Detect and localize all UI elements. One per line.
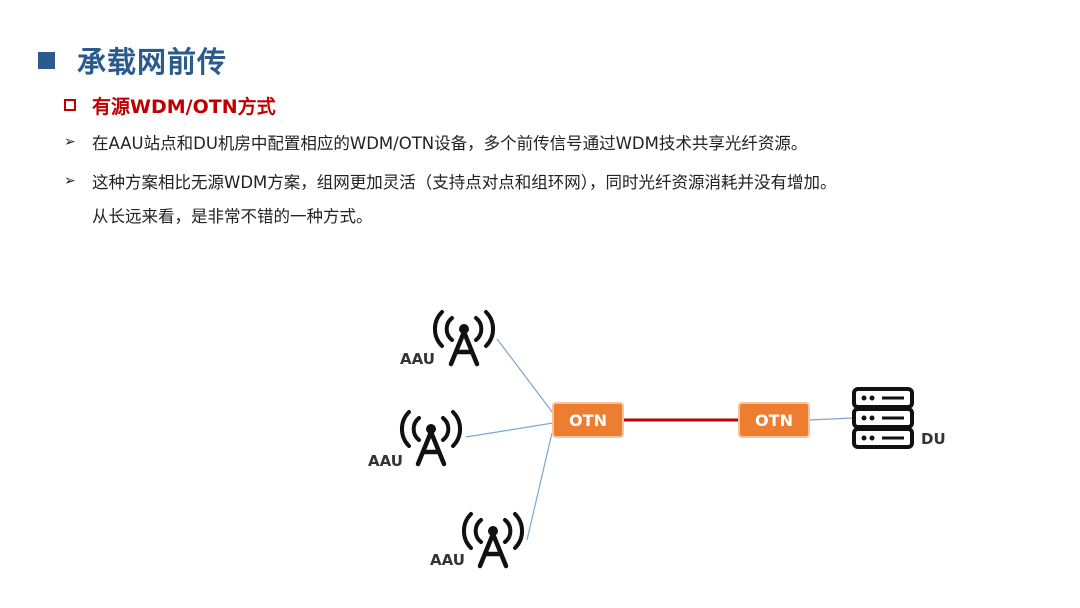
du-server-icon (852, 387, 914, 449)
otn-node-2: OTN (738, 402, 810, 438)
otn-label-1: OTN (569, 411, 607, 430)
du-label: DU (921, 430, 946, 448)
aau-tower-icon (464, 514, 522, 566)
subtitle-box-icon (64, 99, 76, 111)
bullet-1-text: 在AAU站点和DU机房中配置相应的WDM/OTN设备，多个前传信号通过WDM技术… (92, 134, 808, 153)
bullet-arrow-icon: ➢ (64, 134, 76, 150)
bullet-1: ➢ 在AAU站点和DU机房中配置相应的WDM/OTN设备，多个前传信号通过WDM… (64, 128, 807, 156)
page-title: 承载网前传 (77, 45, 228, 79)
title-square-icon (38, 51, 55, 69)
bullet-2: ➢ 这种方案相比无源WDM方案，组网更加灵活（支持点对点和组环网），同时光纤资源… (64, 167, 837, 195)
aau-tower-icon (402, 412, 460, 464)
otn-node-1: OTN (552, 402, 624, 438)
aau-label-3: AAU (430, 551, 465, 569)
link-aau2-otn (465, 422, 554, 438)
subtitle-row: 有源WDM/OTN方式 (64, 90, 276, 120)
otn-label-2: OTN (755, 411, 793, 430)
aau-label-2: AAU (368, 452, 403, 470)
bullet-arrow-icon: ➢ (64, 173, 76, 189)
link-otn-du (808, 417, 854, 421)
bullet-2-text: 这种方案相比无源WDM方案，组网更加灵活（支持点对点和组环网），同时光纤资源消耗… (92, 173, 837, 192)
link-aau1-otn (496, 338, 554, 414)
bullet-2-continuation: 从长远来看，是非常不错的一种方式。 (92, 207, 373, 226)
aau-tower-icon (435, 312, 493, 364)
subtitle: 有源WDM/OTN方式 (92, 95, 276, 118)
link-aau3-otn (526, 432, 553, 541)
page-title-row: 承载网前传 (38, 38, 227, 82)
aau-label-1: AAU (400, 350, 435, 368)
